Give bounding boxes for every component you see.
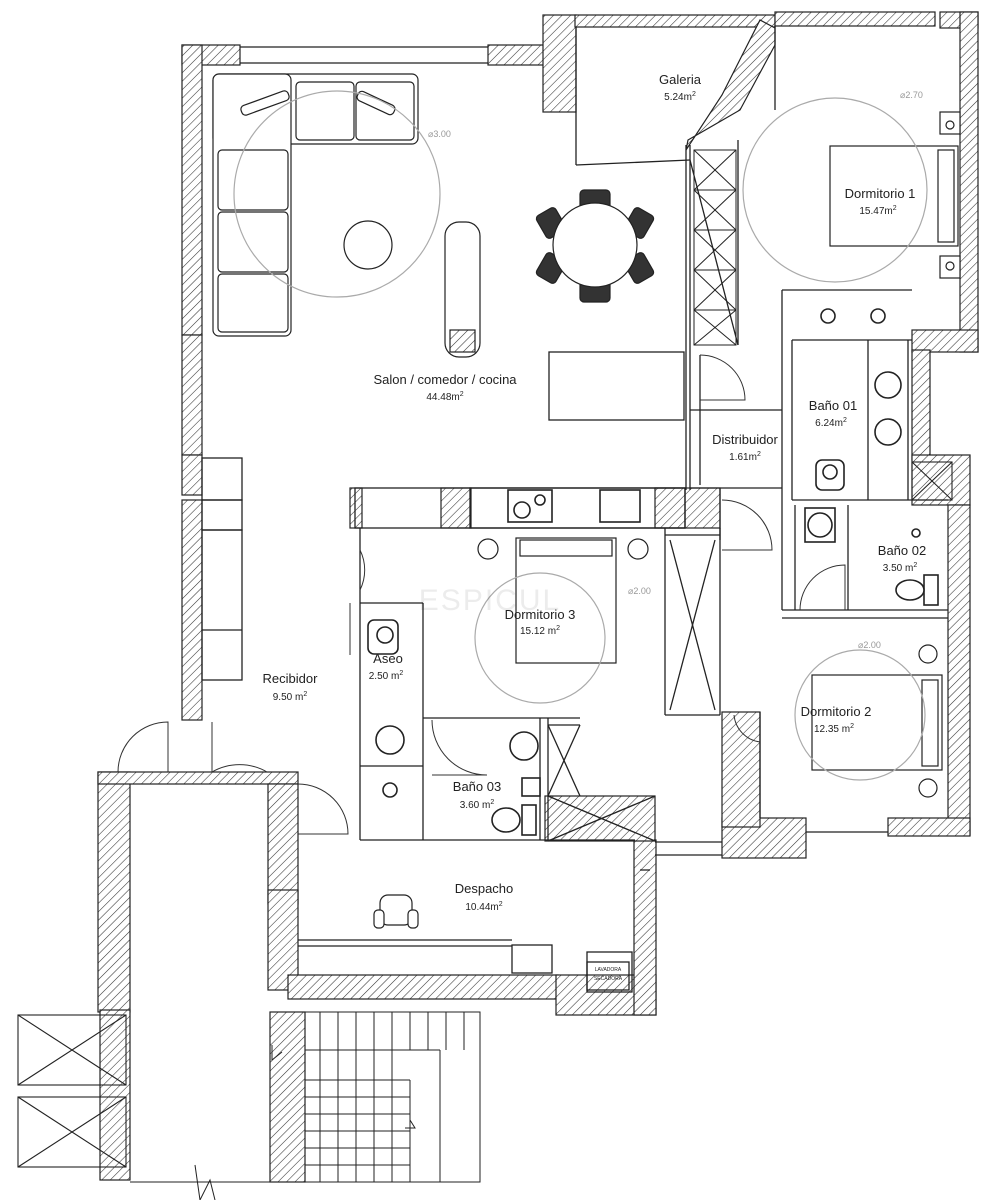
appliance-line-2: SECADORA: [594, 976, 623, 982]
room-area: 15.12 m: [520, 626, 556, 637]
diameter-salon: ⌀3.00: [428, 129, 451, 139]
room-despacho: Despacho 10.44m2: [455, 881, 514, 913]
room-bano-01: Baño 01 6.24m2: [809, 398, 857, 429]
room-name: Distribuidor: [712, 432, 778, 447]
area-unit: 2: [399, 670, 403, 677]
doors: [117, 354, 846, 835]
room-area: 15.47m: [859, 206, 892, 217]
diameter-dormitorio-2: ⌀2.00: [858, 640, 881, 650]
room-aseo: Aseo 2.50 m2: [369, 651, 404, 682]
room-area: 1.61m: [729, 452, 757, 463]
svg-text:15.47m2: 15.47m2: [859, 205, 896, 217]
room-bano-03: Baño 03 3.60 m2: [453, 779, 501, 811]
svg-text:12.35 m2: 12.35 m2: [814, 723, 854, 735]
room-galeria: Galeria 5.24m2: [659, 72, 702, 103]
room-area: 10.44m: [465, 902, 498, 913]
room-area: 3.50 m: [883, 563, 914, 574]
bed-dormitorio-2: [811, 644, 943, 798]
room-area: 5.24m: [664, 92, 692, 103]
kitchen-island: [444, 221, 481, 358]
area-unit: 2: [490, 799, 494, 806]
room-name: Salon / comedor / cocina: [373, 372, 517, 387]
svg-text:5.24m2: 5.24m2: [664, 91, 696, 103]
partitions: [201, 26, 948, 993]
svg-text:9.50 m2: 9.50 m2: [273, 691, 308, 703]
area-unit: 2: [913, 562, 917, 569]
room-name: Galeria: [659, 72, 702, 87]
area-unit: 2: [692, 91, 696, 98]
room-name: Baño 01: [809, 398, 857, 413]
room-area: 12.35 m: [814, 724, 850, 735]
area-unit: 2: [303, 691, 307, 698]
room-dormitorio-2: Dormitorio 2 12.35 m2: [801, 704, 872, 735]
svg-text:44.48m2: 44.48m2: [426, 391, 463, 403]
desk-chair: [373, 894, 419, 929]
sofa: [212, 73, 419, 337]
area-unit: 2: [460, 391, 464, 398]
dining-table: [535, 189, 655, 303]
appliance-label: LAVADORA SECADORA: [594, 967, 623, 982]
room-area: 3.60 m: [460, 800, 491, 811]
svg-text:6.24m2: 6.24m2: [815, 417, 847, 429]
diameter-dormitorio-1: ⌀2.70: [900, 90, 923, 100]
appliance-line-1: LAVADORA: [595, 967, 622, 973]
coffee-table: [343, 220, 393, 270]
room-area: 6.24m: [815, 418, 843, 429]
room-name: Aseo: [373, 651, 403, 666]
turning-circles: [233, 90, 928, 781]
area-unit: 2: [850, 723, 854, 730]
watermark: ESPICUL: [419, 584, 561, 617]
room-area: 2.50 m: [369, 671, 400, 682]
room-salon: Salon / comedor / cocina 44.48m2: [373, 372, 517, 403]
svg-text:3.50 m2: 3.50 m2: [883, 562, 918, 574]
svg-text:10.44m2: 10.44m2: [465, 901, 502, 913]
diameter-dormitorio-3: ⌀2.00: [628, 586, 651, 596]
shafts: [17, 461, 953, 1168]
room-dormitorio-1: Dormitorio 1 15.47m2: [845, 186, 916, 217]
room-bano-02: Baño 02 3.50 m2: [878, 543, 926, 574]
room-name: Dormitorio 1: [845, 186, 916, 201]
area-unit: 2: [556, 625, 560, 632]
area-unit: 2: [893, 205, 897, 212]
room-area: 44.48m: [426, 392, 459, 403]
room-dormitorio-3: Dormitorio 3 15.12 m2: [505, 607, 576, 637]
walls: [97, 11, 979, 1183]
area-unit: 2: [757, 451, 761, 458]
room-name: Baño 03: [453, 779, 501, 794]
room-name: Baño 02: [878, 543, 926, 558]
room-name: Recibidor: [263, 671, 319, 686]
room-recibidor: Recibidor 9.50 m2: [263, 671, 319, 703]
wardrobe-dormitorio-1: [693, 149, 737, 346]
room-area: 9.50 m: [273, 692, 304, 703]
room-labels: Galeria 5.24m2 Dormitorio 1 15.47m2 Salo…: [263, 72, 927, 913]
bed-dormitorio-1: [829, 111, 961, 279]
svg-text:15.12 m2: 15.12 m2: [520, 625, 560, 637]
bathroom-fixtures: [367, 308, 939, 836]
svg-text:3.60 m2: 3.60 m2: [460, 799, 495, 811]
room-name: Dormitorio 3: [505, 607, 576, 622]
diameter-labels: ⌀3.00 ⌀2.70 ⌀2.00 ⌀2.00: [428, 90, 923, 650]
room-name: Dormitorio 2: [801, 704, 872, 719]
svg-text:2.50 m2: 2.50 m2: [369, 670, 404, 682]
staircase: [130, 1011, 481, 1200]
room-distribuidor: Distribuidor 1.61m2: [712, 432, 778, 463]
area-unit: 2: [843, 417, 847, 424]
svg-text:1.61m2: 1.61m2: [729, 451, 761, 463]
area-unit: 2: [499, 901, 503, 908]
bed-dormitorio-3: [477, 537, 649, 664]
room-name: Despacho: [455, 881, 514, 896]
